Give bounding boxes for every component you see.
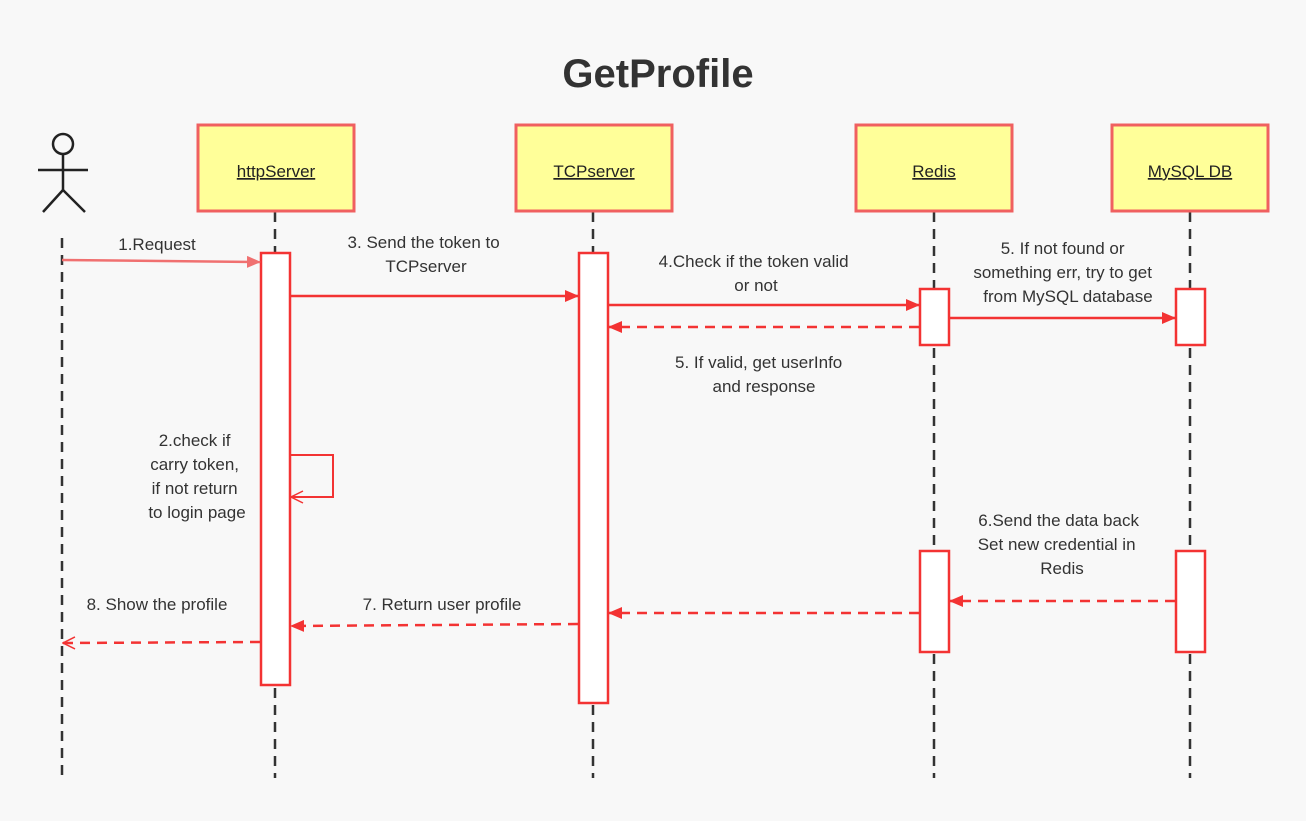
arrows <box>61 255 1176 643</box>
participant-http-label: httpServer <box>237 162 316 181</box>
activation-tcp <box>577 251 610 705</box>
user-actor-icon <box>38 132 88 213</box>
message-labels: 1.Request 2.check if carry token, if not… <box>87 233 1156 614</box>
participant-redis: Redis <box>854 123 1014 213</box>
participant-tcp-label: TCPserver <box>553 162 635 181</box>
activation-redis-2 <box>918 549 951 654</box>
label-m7: 7. Return user profile <box>363 595 522 614</box>
activations <box>259 251 1207 705</box>
label-m5a: 5. If valid, get userInfo and response <box>675 353 847 396</box>
arrow-m1 <box>61 255 261 268</box>
diagram-title: GetProfile <box>562 52 753 96</box>
participant-mysql: MySQL DB <box>1110 123 1270 213</box>
label-m1: 1.Request <box>118 235 196 254</box>
activation-http <box>259 251 292 687</box>
arrow-m7 <box>290 619 579 632</box>
participant-http: httpServer <box>196 123 356 213</box>
label-m4: 4.Check if the token valid or not <box>659 252 854 295</box>
activation-mysql-1 <box>1174 287 1207 347</box>
activation-redis-1 <box>918 287 951 347</box>
label-m2: 2.check if carry token, if not return to… <box>148 431 245 522</box>
arrow-m2-self <box>291 454 334 497</box>
label-m6: 6.Send the data back Set new credential … <box>978 511 1144 578</box>
label-m8: 8. Show the profile <box>87 595 228 614</box>
participant-redis-label: Redis <box>912 162 955 181</box>
participant-tcp: TCPserver <box>514 123 674 213</box>
label-m5b: 5. If not found or something err, try to… <box>973 239 1156 306</box>
label-m3: 3. Send the token to TCPserver <box>348 233 505 276</box>
arrow-m8 <box>63 642 261 643</box>
activation-mysql-2 <box>1174 549 1207 654</box>
participant-mysql-label: MySQL DB <box>1148 162 1232 181</box>
